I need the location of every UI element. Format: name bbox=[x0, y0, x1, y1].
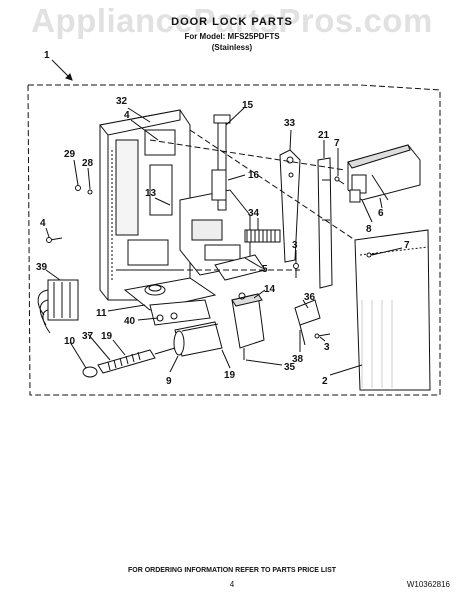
alignment-line-b bbox=[149, 139, 346, 171]
leader-7b bbox=[371, 247, 403, 256]
leader-4b bbox=[45, 227, 50, 238]
callout-34: 34 bbox=[248, 208, 260, 219]
leader-39 bbox=[45, 269, 61, 281]
leader-35 bbox=[245, 359, 283, 366]
screw-part-7a bbox=[334, 176, 345, 185]
leader-6 bbox=[379, 197, 383, 209]
ordering-info: FOR ORDERING INFORMATION REFER TO PARTS … bbox=[127, 567, 337, 574]
screw-part-7b bbox=[366, 252, 379, 258]
leader-13 bbox=[154, 197, 171, 206]
callout-6: 6 bbox=[378, 208, 384, 219]
screw-part-4 bbox=[46, 237, 63, 243]
leader-33 bbox=[289, 129, 292, 151]
leader-14 bbox=[253, 289, 266, 299]
leader-8 bbox=[361, 199, 373, 223]
model-subtitle: For Model: MFS25PDFTS (Stainless) bbox=[0, 31, 464, 53]
callout-21: 21 bbox=[318, 130, 330, 141]
callout-4-left: 4 bbox=[40, 218, 46, 229]
callout-16: 16 bbox=[248, 170, 260, 181]
leader-10 bbox=[69, 341, 87, 369]
spring-rod-part-37 bbox=[82, 347, 176, 378]
callout-29: 29 bbox=[64, 149, 76, 160]
leader-40 bbox=[137, 317, 159, 321]
callout-33: 33 bbox=[284, 118, 296, 129]
leader-4a bbox=[130, 119, 159, 141]
leader-29 bbox=[73, 159, 79, 186]
callout-7: 7 bbox=[334, 138, 340, 149]
leader-36 bbox=[302, 299, 309, 309]
callout-2: 2 bbox=[322, 376, 328, 387]
leader-15 bbox=[225, 107, 245, 126]
leader-5 bbox=[244, 257, 263, 269]
callout-32: 32 bbox=[116, 96, 128, 107]
lever-part-33 bbox=[279, 149, 301, 263]
leader-9 bbox=[169, 355, 179, 373]
callout-3: 3 bbox=[292, 240, 298, 251]
callout-7-right: 7 bbox=[404, 240, 410, 251]
leader-19b bbox=[221, 349, 231, 369]
page-number: 4 bbox=[229, 580, 235, 589]
callout-11: 11 bbox=[96, 308, 107, 319]
leader-16 bbox=[227, 174, 246, 181]
screw-part-3a bbox=[293, 263, 299, 278]
callout-4: 4 bbox=[124, 110, 130, 121]
callout-13: 13 bbox=[145, 188, 157, 199]
screw-part-28 bbox=[87, 189, 93, 195]
door-panel-part-2 bbox=[354, 229, 431, 391]
wire-harness-part-39 bbox=[37, 279, 79, 334]
leader-37 bbox=[87, 333, 111, 361]
callout-19-left: 19 bbox=[101, 331, 113, 342]
callout-8: 8 bbox=[366, 224, 372, 235]
finish-line: (Stainless) bbox=[211, 43, 253, 52]
callout-10: 10 bbox=[64, 336, 76, 347]
watermark: AppliancePartsPros.com bbox=[31, 2, 433, 39]
leader-19a bbox=[112, 339, 126, 356]
leader-32 bbox=[127, 107, 151, 123]
page-title: DOOR LOCK PARTS bbox=[171, 16, 293, 28]
housing-part-32 bbox=[99, 109, 191, 301]
callout-19-lower: 19 bbox=[224, 370, 236, 381]
leader-3b bbox=[319, 336, 326, 342]
callout-14: 14 bbox=[264, 284, 276, 295]
plate-part-21 bbox=[317, 157, 333, 289]
alignment-line-a bbox=[189, 129, 356, 241]
actuator-part-35 bbox=[231, 292, 265, 360]
bracket-part-14 bbox=[123, 277, 217, 311]
callout-3-lower: 3 bbox=[324, 342, 330, 353]
leader-11 bbox=[107, 304, 146, 312]
rod-part-15 bbox=[213, 114, 231, 211]
callout-38: 38 bbox=[292, 354, 304, 365]
callout-9: 9 bbox=[166, 376, 172, 387]
callout-37: 37 bbox=[82, 331, 94, 342]
arrowhead-1 bbox=[65, 73, 73, 81]
leader-2 bbox=[329, 364, 363, 376]
callout-40: 40 bbox=[124, 316, 136, 327]
callout-5: 5 bbox=[262, 264, 268, 275]
solenoid-part-9 bbox=[173, 321, 223, 357]
screw-part-3b bbox=[314, 333, 331, 339]
callout-15: 15 bbox=[242, 100, 254, 111]
latch-part-36 bbox=[294, 299, 321, 346]
callout-28: 28 bbox=[82, 158, 94, 169]
bracket-part-40 bbox=[149, 299, 211, 326]
spring-part-34 bbox=[244, 229, 281, 243]
screw-part-29 bbox=[75, 185, 81, 191]
callout-36: 36 bbox=[304, 292, 316, 303]
callout-39: 39 bbox=[36, 262, 48, 273]
leader-28 bbox=[87, 167, 91, 190]
callout-35: 35 bbox=[284, 362, 296, 373]
model-line: For Model: MFS25PDFTS bbox=[184, 32, 280, 41]
document-number: W10362816 bbox=[406, 580, 450, 589]
callout-1: 1 bbox=[44, 50, 50, 61]
lock-mechanism bbox=[179, 189, 266, 281]
bar-part-16 bbox=[211, 169, 227, 201]
switch-part-6 bbox=[347, 144, 421, 203]
